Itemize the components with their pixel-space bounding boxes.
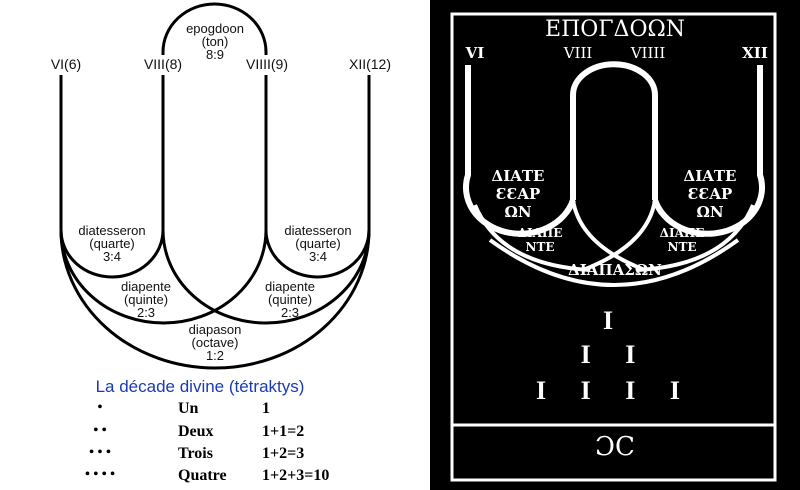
diapente-left-label: diapente(quinte)2:3 — [121, 279, 171, 320]
diatesseron-left-arc — [59, 229, 165, 279]
woodcut-lines — [450, 12, 777, 482]
diapente-right-arc — [161, 229, 371, 325]
epogdoon-title: ΕΠΟΓΔΟΩΝ — [545, 17, 685, 42]
epogdoon-label: epogdoon(ton)8:9 — [186, 21, 244, 62]
column-label: VIII(8) — [143, 56, 183, 72]
tetraktys-row: I — [602, 306, 628, 335]
tetraktys-row: I I I I — [536, 376, 694, 405]
harmonic-diagram: epogdoon(ton)8:9 VI(6) VIII(8) VIIII(9) … — [50, 2, 392, 484]
column-label: XII(12) — [348, 56, 392, 72]
epogdoon-arc — [161, 2, 268, 55]
diatesseron-right-arc — [264, 229, 371, 279]
diapason-arc — [59, 229, 371, 370]
diapente-left-arc — [59, 229, 268, 325]
diapente-right-label: diapente(quinte)2:3 — [265, 279, 315, 320]
interval-arcs — [59, 2, 371, 370]
diatesseron-left-label: diatesseron(quarte)3:4 — [78, 223, 146, 264]
column-label: VIIII(9) — [245, 56, 289, 72]
column-label: VIII — [563, 44, 593, 62]
diapason-label: ΔΙΑΠΑΣΩΝ — [568, 261, 662, 279]
tetraktys-caption: La décade divine (tétraktys) — [95, 377, 305, 396]
column-label: VI(6) — [50, 56, 82, 72]
diapason-label: diapason(octave)1:2 — [188, 322, 242, 363]
tetraktys-row: I I — [580, 340, 650, 369]
diatesseron-right-label: diatesseron(quarte)3:4 — [284, 223, 352, 264]
column-label: XII — [742, 44, 768, 62]
column-label: VI — [465, 44, 485, 62]
column-label: VIIII — [630, 44, 666, 62]
footer-symbol: ƆC — [595, 432, 635, 462]
